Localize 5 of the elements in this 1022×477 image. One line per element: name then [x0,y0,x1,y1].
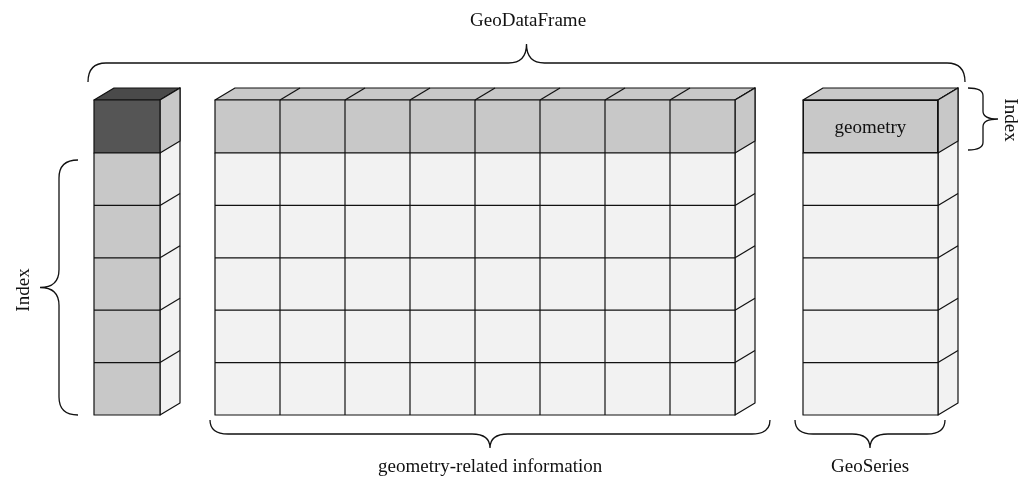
index-label: Index [11,268,34,312]
dataframe-label: GeoDataFrame [470,9,587,31]
index-label: Index [999,98,1022,142]
information-label: geometry-related information [378,455,603,477]
series-label: GeoSeries [831,455,910,477]
